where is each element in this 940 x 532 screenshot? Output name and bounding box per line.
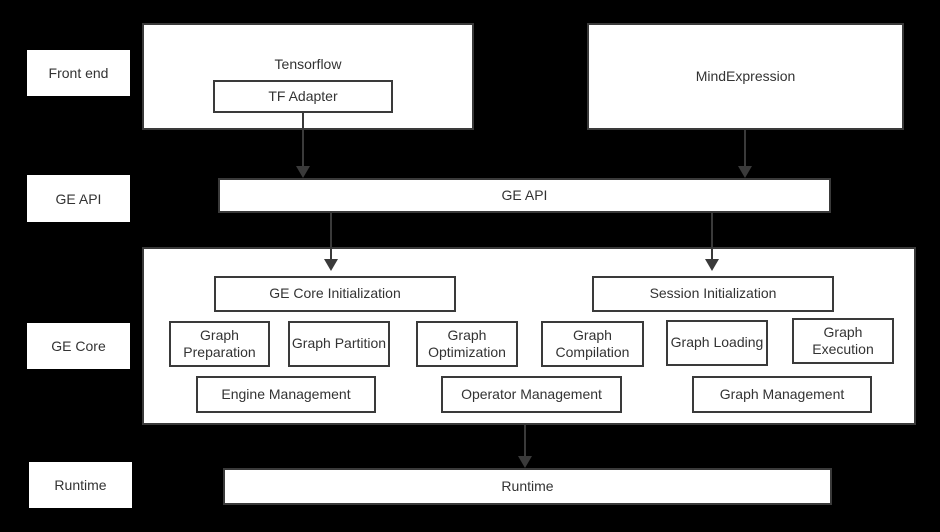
graph-loading-box: Graph Loading	[666, 320, 768, 366]
tf-adapter-box: TF Adapter	[213, 80, 393, 113]
row-label-runtime: Runtime	[29, 462, 132, 508]
session-initialization-box: Session Initialization	[592, 276, 834, 312]
graph-partition-box: Graph Partition	[288, 321, 390, 367]
graph-compilation-box: Graph Compilation	[541, 321, 644, 367]
tensorflow-box: Tensorflow TF Adapter	[142, 23, 474, 130]
arrow-ge-api-to-session-initialization	[705, 213, 719, 271]
graph-management-box: Graph Management	[692, 376, 872, 413]
graph-execution-box: Graph Execution	[792, 318, 894, 364]
graph-optimization-box: Graph Optimization	[416, 321, 518, 367]
engine-management-box: Engine Management	[196, 376, 376, 413]
ge-core-initialization-box: GE Core Initialization	[214, 276, 456, 312]
operator-management-box: Operator Management	[441, 376, 622, 413]
arrow-tf-adapter-to-ge-api	[296, 113, 310, 178]
runtime-bar: Runtime	[223, 468, 832, 505]
row-label-ge-api: GE API	[27, 175, 130, 222]
arrow-ge-api-to-ge-core-initialization	[324, 213, 338, 271]
row-label-ge-core: GE Core	[27, 323, 130, 369]
ge-core-box: GE Core Initialization Session Initializ…	[142, 247, 916, 425]
arrow-mindexpression-to-ge-api	[738, 130, 752, 178]
mindexpression-box: MindExpression	[587, 23, 904, 130]
arrow-ge-core-to-runtime	[518, 425, 532, 468]
ge-api-bar: GE API	[218, 178, 831, 213]
row-label-front-end: Front end	[27, 50, 130, 96]
tensorflow-label: Tensorflow	[274, 56, 342, 72]
graph-preparation-box: Graph Preparation	[169, 321, 270, 367]
